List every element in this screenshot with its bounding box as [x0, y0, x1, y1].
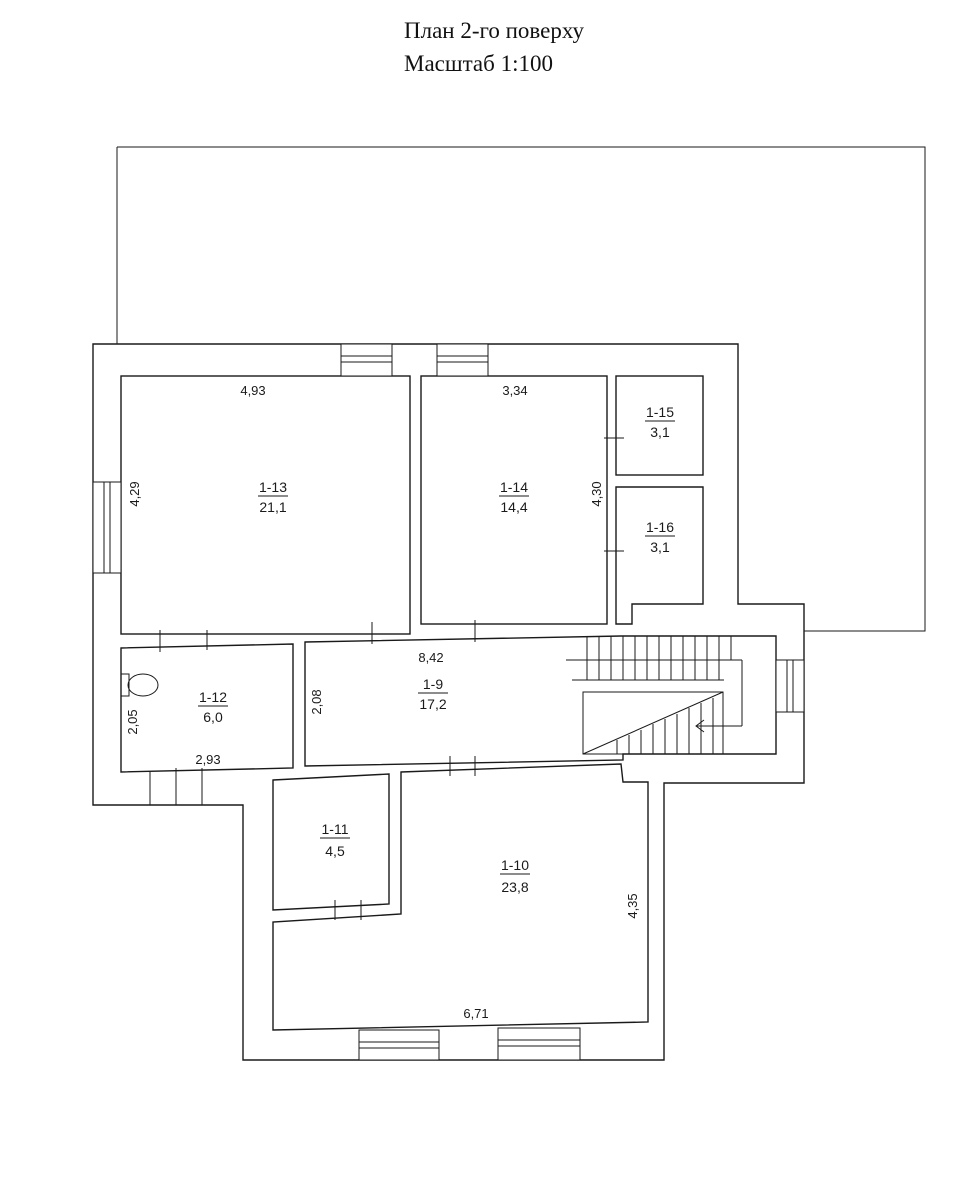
title-block: План 2-го поверху Масштаб 1:100 — [404, 14, 584, 80]
room-label-1-14: 1-14 14,4 — [499, 479, 529, 515]
dim-r12-width: 2,93 — [195, 752, 220, 767]
window-south-1 — [358, 1029, 440, 1061]
room-1-12-outline — [120, 643, 294, 773]
room-1-16-outline — [615, 486, 704, 625]
dim-r9-height: 2,08 — [309, 689, 324, 714]
window-south-2 — [497, 1027, 581, 1061]
room-1-15-outline — [615, 375, 704, 476]
room-label-1-16: 1-16 3,1 — [645, 519, 675, 555]
window-north-2 — [436, 343, 489, 377]
staircase — [566, 636, 743, 755]
dim-r14-height: 4,30 — [589, 481, 604, 506]
toilet-icon — [120, 673, 159, 697]
room-label-1-11: 1-11 4,5 — [320, 821, 350, 859]
dim-r13-width: 4,93 — [240, 383, 265, 398]
dim-r12-height: 2,05 — [125, 709, 140, 734]
room-label-1-12: 1-12 6,0 — [198, 689, 228, 725]
roof-outline — [117, 146, 926, 632]
room-label-1-13: 1-13 21,1 — [258, 479, 288, 515]
room-id: 1-14 — [500, 479, 528, 495]
room-label-1-15: 1-15 3,1 — [645, 404, 675, 440]
room-area: 3,1 — [650, 539, 670, 555]
window-north-1 — [340, 343, 393, 377]
room-id: 1-16 — [646, 519, 674, 535]
room-1-11-outline — [272, 773, 390, 911]
room-id: 1-10 — [501, 857, 529, 873]
window-west — [92, 481, 122, 574]
room-area: 21,1 — [259, 499, 286, 515]
room-area: 14,4 — [500, 499, 527, 515]
room-id: 1-15 — [646, 404, 674, 420]
room-id: 1-11 — [322, 821, 349, 837]
dim-r9-width: 8,42 — [418, 650, 443, 665]
plan-title: План 2-го поверху — [404, 18, 584, 43]
room-area: 4,5 — [325, 843, 345, 859]
room-area: 3,1 — [650, 424, 670, 440]
room-id: 1-13 — [259, 479, 287, 495]
room-id: 1-9 — [423, 676, 443, 692]
room-label-1-9: 1-9 17,2 — [418, 676, 448, 712]
room-1-14-outline — [420, 375, 608, 625]
room-id: 1-12 — [199, 689, 227, 705]
window-east — [775, 659, 805, 713]
room-1-9-outline — [304, 635, 777, 767]
dim-r14-width: 3,34 — [502, 383, 527, 398]
dim-r10-width: 6,71 — [463, 1006, 488, 1021]
plan-scale: Масштаб 1:100 — [404, 51, 553, 76]
dim-r10-height: 4,35 — [625, 893, 640, 918]
room-label-1-10: 1-10 23,8 — [500, 857, 530, 895]
room-area: 6,0 — [203, 709, 223, 725]
room-area: 23,8 — [501, 879, 528, 895]
outer-wall — [92, 343, 805, 1061]
room-1-10-outline — [272, 763, 649, 1031]
dim-r13-height: 4,29 — [127, 481, 142, 506]
door-marks — [159, 437, 624, 920]
room-area: 17,2 — [419, 696, 446, 712]
